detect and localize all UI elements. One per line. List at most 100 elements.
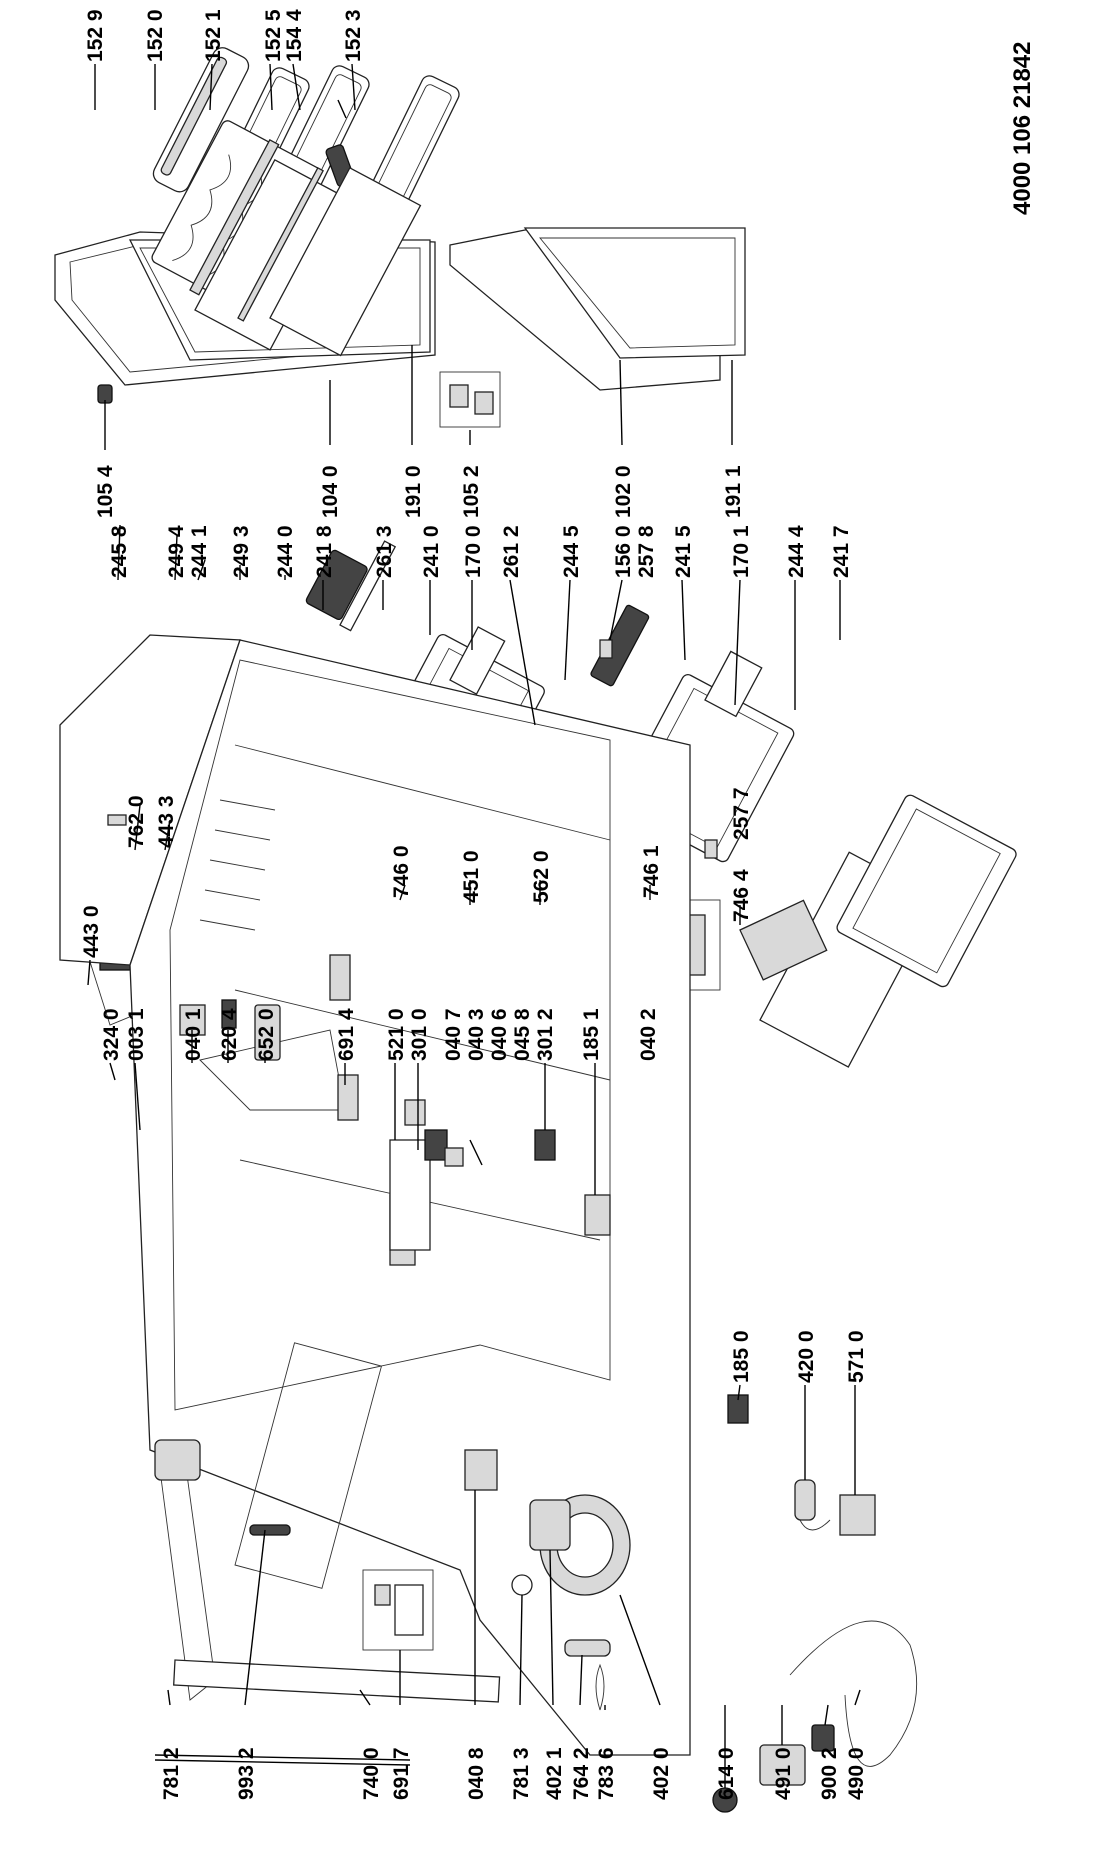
label-2577: 257 7 (730, 787, 753, 840)
shelf-trim-2494 (189, 139, 280, 296)
cover-1700 (449, 626, 506, 695)
label-2458: 245 8 (108, 525, 131, 578)
label-4020: 402 0 (650, 1747, 673, 1800)
compressor-relay-4021 (529, 1499, 571, 1551)
label-1529: 152 9 (84, 9, 107, 62)
label-2444: 244 4 (785, 525, 808, 578)
label-5210: 521 0 (385, 1008, 408, 1061)
label-4510: 451 0 (460, 850, 483, 903)
label-1910: 191 0 (402, 465, 425, 518)
label-2494: 249 4 (165, 525, 188, 578)
label-2417: 241 7 (830, 525, 853, 578)
seal-strip-7812 (154, 1754, 411, 1766)
bracket-6204 (221, 999, 237, 1029)
rail-2613 (339, 540, 397, 632)
door-shelf-1529 (152, 47, 250, 193)
top-cover-3240 (107, 814, 127, 826)
label-7400: 740 0 (360, 1747, 383, 1800)
label-0401: 040 1 (182, 1008, 205, 1061)
control-panel-5210 (389, 1139, 431, 1251)
pin-1544 (337, 99, 347, 119)
label-7642: 764 2 (570, 1747, 593, 1800)
label-2440: 244 0 (274, 525, 297, 578)
label-1850: 185 0 (730, 1330, 753, 1383)
bracket-0408 (464, 1449, 498, 1491)
label-0406: 040 6 (488, 1008, 511, 1061)
label-1040: 104 0 (319, 465, 342, 518)
label-2418: 241 8 (313, 525, 336, 578)
label-6140: 614 0 (715, 1747, 738, 1800)
label-1911: 191 1 (722, 465, 745, 518)
label-1700: 170 0 (462, 525, 485, 578)
label-1020: 102 0 (612, 465, 635, 518)
label-6204: 620 4 (218, 1008, 241, 1061)
label-0403: 040 3 (465, 1008, 488, 1061)
label-3012: 301 2 (534, 1008, 557, 1061)
label-4200: 420 0 (795, 1330, 818, 1383)
label-1544: 154 4 (283, 9, 306, 62)
label-7813: 781 3 (510, 1747, 533, 1800)
label-3010: 301 0 (408, 1008, 431, 1061)
label-0408: 040 8 (465, 1747, 488, 1800)
hinge-0402 (584, 1194, 611, 1236)
label-1521: 152 1 (202, 9, 225, 62)
label-0402: 040 2 (637, 1008, 660, 1061)
dairy-box-2418 (305, 549, 368, 621)
label-6917: 691 7 (390, 1747, 413, 1800)
clip-2577 (704, 839, 718, 859)
thermostat-6914 (337, 1074, 359, 1121)
label-4910: 491 0 (772, 1747, 795, 1800)
label-7461: 746 1 (640, 845, 663, 898)
screw-0458 (469, 1139, 483, 1166)
tube-7836 (595, 1663, 605, 1711)
label-1520: 152 0 (144, 9, 167, 62)
label-4430: 443 0 (80, 905, 103, 958)
label-0407: 040 7 (442, 1008, 465, 1061)
hinge-0403 (424, 1129, 448, 1161)
label-4433: 443 3 (155, 795, 178, 848)
label-4021: 402 1 (543, 1747, 566, 1800)
bush-0406 (444, 1147, 464, 1167)
clip-2578 (599, 639, 613, 659)
label-1523: 152 3 (342, 9, 365, 62)
glass-shelf-2440 (269, 167, 422, 357)
shelf-trim-2493 (237, 167, 324, 322)
freezer-drawer-2417 (836, 794, 1017, 988)
power-cord-4900 (789, 1620, 918, 1767)
label-0031: 003 1 (125, 1008, 148, 1061)
label-6520: 652 0 (255, 1008, 278, 1061)
label-2578: 257 8 (635, 525, 658, 578)
label-7620: 762 0 (125, 795, 148, 848)
document-number: 4000 106 21842 (1009, 41, 1036, 215)
ice-tray-1560 (590, 604, 650, 687)
condenser-7400 (173, 1659, 501, 1703)
label-9932: 993 2 (235, 1747, 258, 1800)
label-7836: 783 6 (595, 1747, 618, 1800)
label-4900: 490 0 (845, 1747, 868, 1800)
part-labels: 152 9 152 0 152 1 152 5 154 4 152 3 105 … (80, 9, 868, 1800)
drier-7642 (564, 1639, 611, 1657)
label-3240: 324 0 (100, 1008, 123, 1061)
door-handle-9932 (249, 1524, 291, 1536)
label-2441: 244 1 (188, 525, 211, 578)
relay-5710 (839, 1494, 876, 1536)
label-7812: 781 2 (160, 1747, 183, 1800)
label-2613: 261 3 (373, 525, 396, 578)
label-2410: 241 0 (420, 525, 443, 578)
evaporator-cover-7464 (739, 899, 828, 981)
freezer-door-1020 (449, 227, 746, 391)
control-box-6917 (362, 1569, 434, 1651)
label-1525: 152 5 (262, 9, 285, 62)
document-number-text: 4000 106 21842 (1009, 41, 1036, 215)
label-5710: 571 0 (845, 1330, 868, 1383)
grommet-7813 (511, 1574, 533, 1596)
label-9002: 900 2 (818, 1747, 841, 1800)
label-1701: 170 1 (730, 525, 753, 578)
label-2415: 241 5 (672, 525, 695, 578)
label-1851: 185 1 (580, 1008, 603, 1061)
label-1560: 156 0 (612, 525, 635, 578)
hinge-kit-1052 (439, 371, 501, 428)
label-2445: 244 5 (560, 525, 583, 578)
label-6914: 691 4 (335, 1008, 358, 1061)
